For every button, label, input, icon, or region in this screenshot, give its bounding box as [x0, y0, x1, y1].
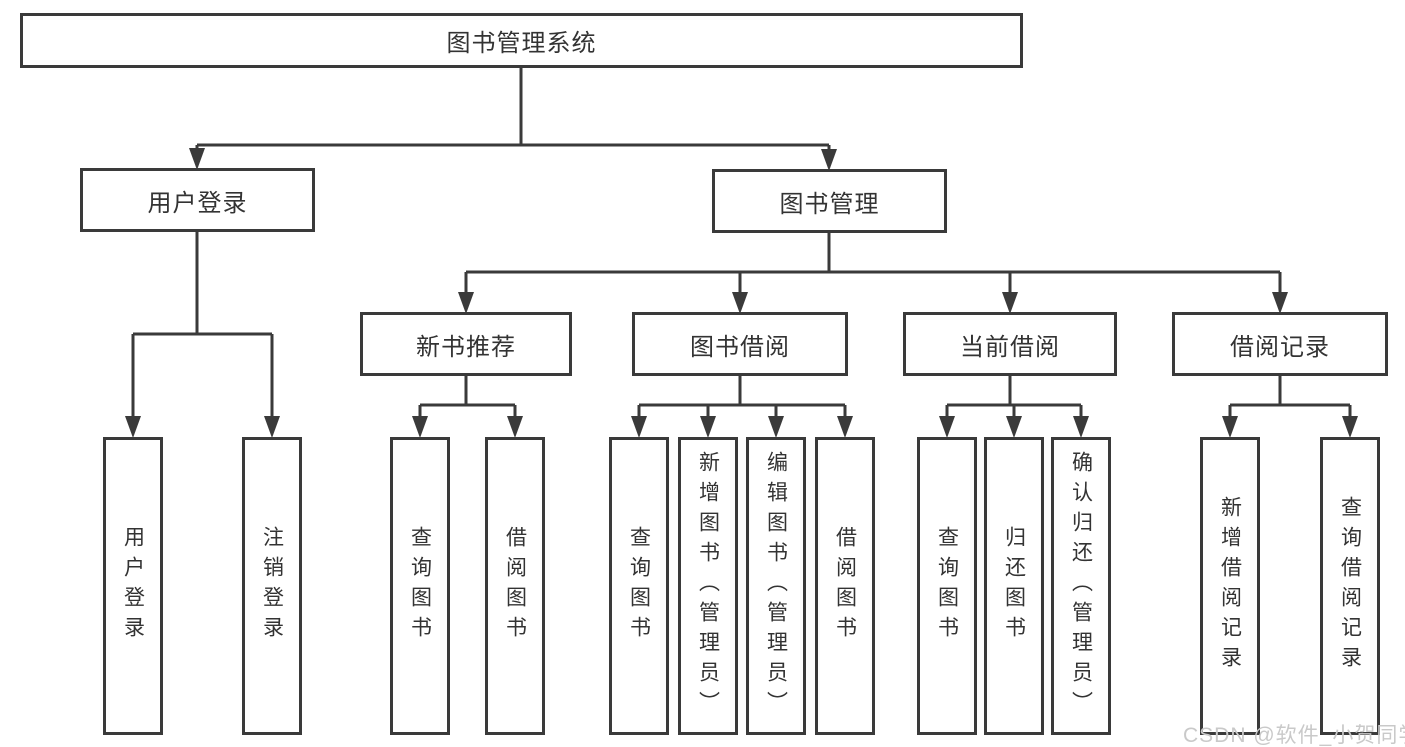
node-current-return-books-label: 归还图书 — [1002, 526, 1026, 646]
node-book-borrowing-label: 图书借阅 — [690, 333, 790, 361]
node-current-query-books-label: 查询图书 — [935, 526, 959, 646]
node-login-user-login-label: 用户登录 — [121, 526, 145, 646]
watermark-text: CSDN @软件_小贺同学 — [1183, 724, 1405, 747]
node-current-return-books: 归还图书 — [984, 437, 1044, 735]
node-borrowing-query-books: 查询图书 — [609, 437, 669, 735]
node-recommend-borrow-books: 借阅图书 — [485, 437, 545, 735]
node-borrowing-records: 借阅记录 — [1172, 312, 1388, 376]
node-current-borrowing: 当前借阅 — [903, 312, 1117, 376]
node-borrowing-add-books-label: 新增图书（管理员） — [696, 451, 720, 721]
node-root-system-label: 图书管理系统 — [446, 30, 597, 57]
node-new-book-recommend-label: 新书推荐 — [416, 333, 516, 361]
node-records-add-record: 新增借阅记录 — [1200, 437, 1260, 735]
node-user-login-branch-label: 用户登录 — [147, 189, 248, 217]
node-login-user-login: 用户登录 — [103, 437, 163, 735]
node-login-logout: 注销登录 — [242, 437, 302, 735]
node-borrowing-borrow-books: 借阅图书 — [815, 437, 875, 735]
node-recommend-borrow-books-label: 借阅图书 — [503, 526, 527, 646]
node-current-borrowing-label: 当前借阅 — [960, 333, 1060, 361]
node-borrowing-borrow-books-label: 借阅图书 — [833, 526, 857, 646]
node-user-login-branch: 用户登录 — [80, 168, 315, 232]
node-records-add-record-label: 新增借阅记录 — [1218, 496, 1242, 676]
node-current-confirm-return-label: 确认归还（管理员） — [1069, 451, 1093, 721]
node-records-query-record: 查询借阅记录 — [1320, 437, 1380, 735]
node-new-book-recommend: 新书推荐 — [360, 312, 572, 376]
node-current-query-books: 查询图书 — [917, 437, 977, 735]
node-book-management-label: 图书管理 — [779, 190, 880, 218]
node-recommend-query-books: 查询图书 — [390, 437, 450, 735]
node-borrowing-add-books: 新增图书（管理员） — [678, 437, 738, 735]
node-borrowing-edit-books-label: 编辑图书（管理员） — [764, 451, 788, 721]
node-book-borrowing: 图书借阅 — [632, 312, 848, 376]
node-login-logout-label: 注销登录 — [260, 526, 284, 646]
node-borrowing-query-books-label: 查询图书 — [627, 526, 651, 646]
node-recommend-query-books-label: 查询图书 — [408, 526, 432, 646]
node-root-system: 图书管理系统 — [20, 13, 1023, 68]
node-current-confirm-return: 确认归还（管理员） — [1051, 437, 1111, 735]
node-borrowing-records-label: 借阅记录 — [1230, 333, 1330, 361]
node-records-query-record-label: 查询借阅记录 — [1338, 496, 1362, 676]
node-book-management: 图书管理 — [712, 169, 947, 233]
node-borrowing-edit-books: 编辑图书（管理员） — [746, 437, 806, 735]
